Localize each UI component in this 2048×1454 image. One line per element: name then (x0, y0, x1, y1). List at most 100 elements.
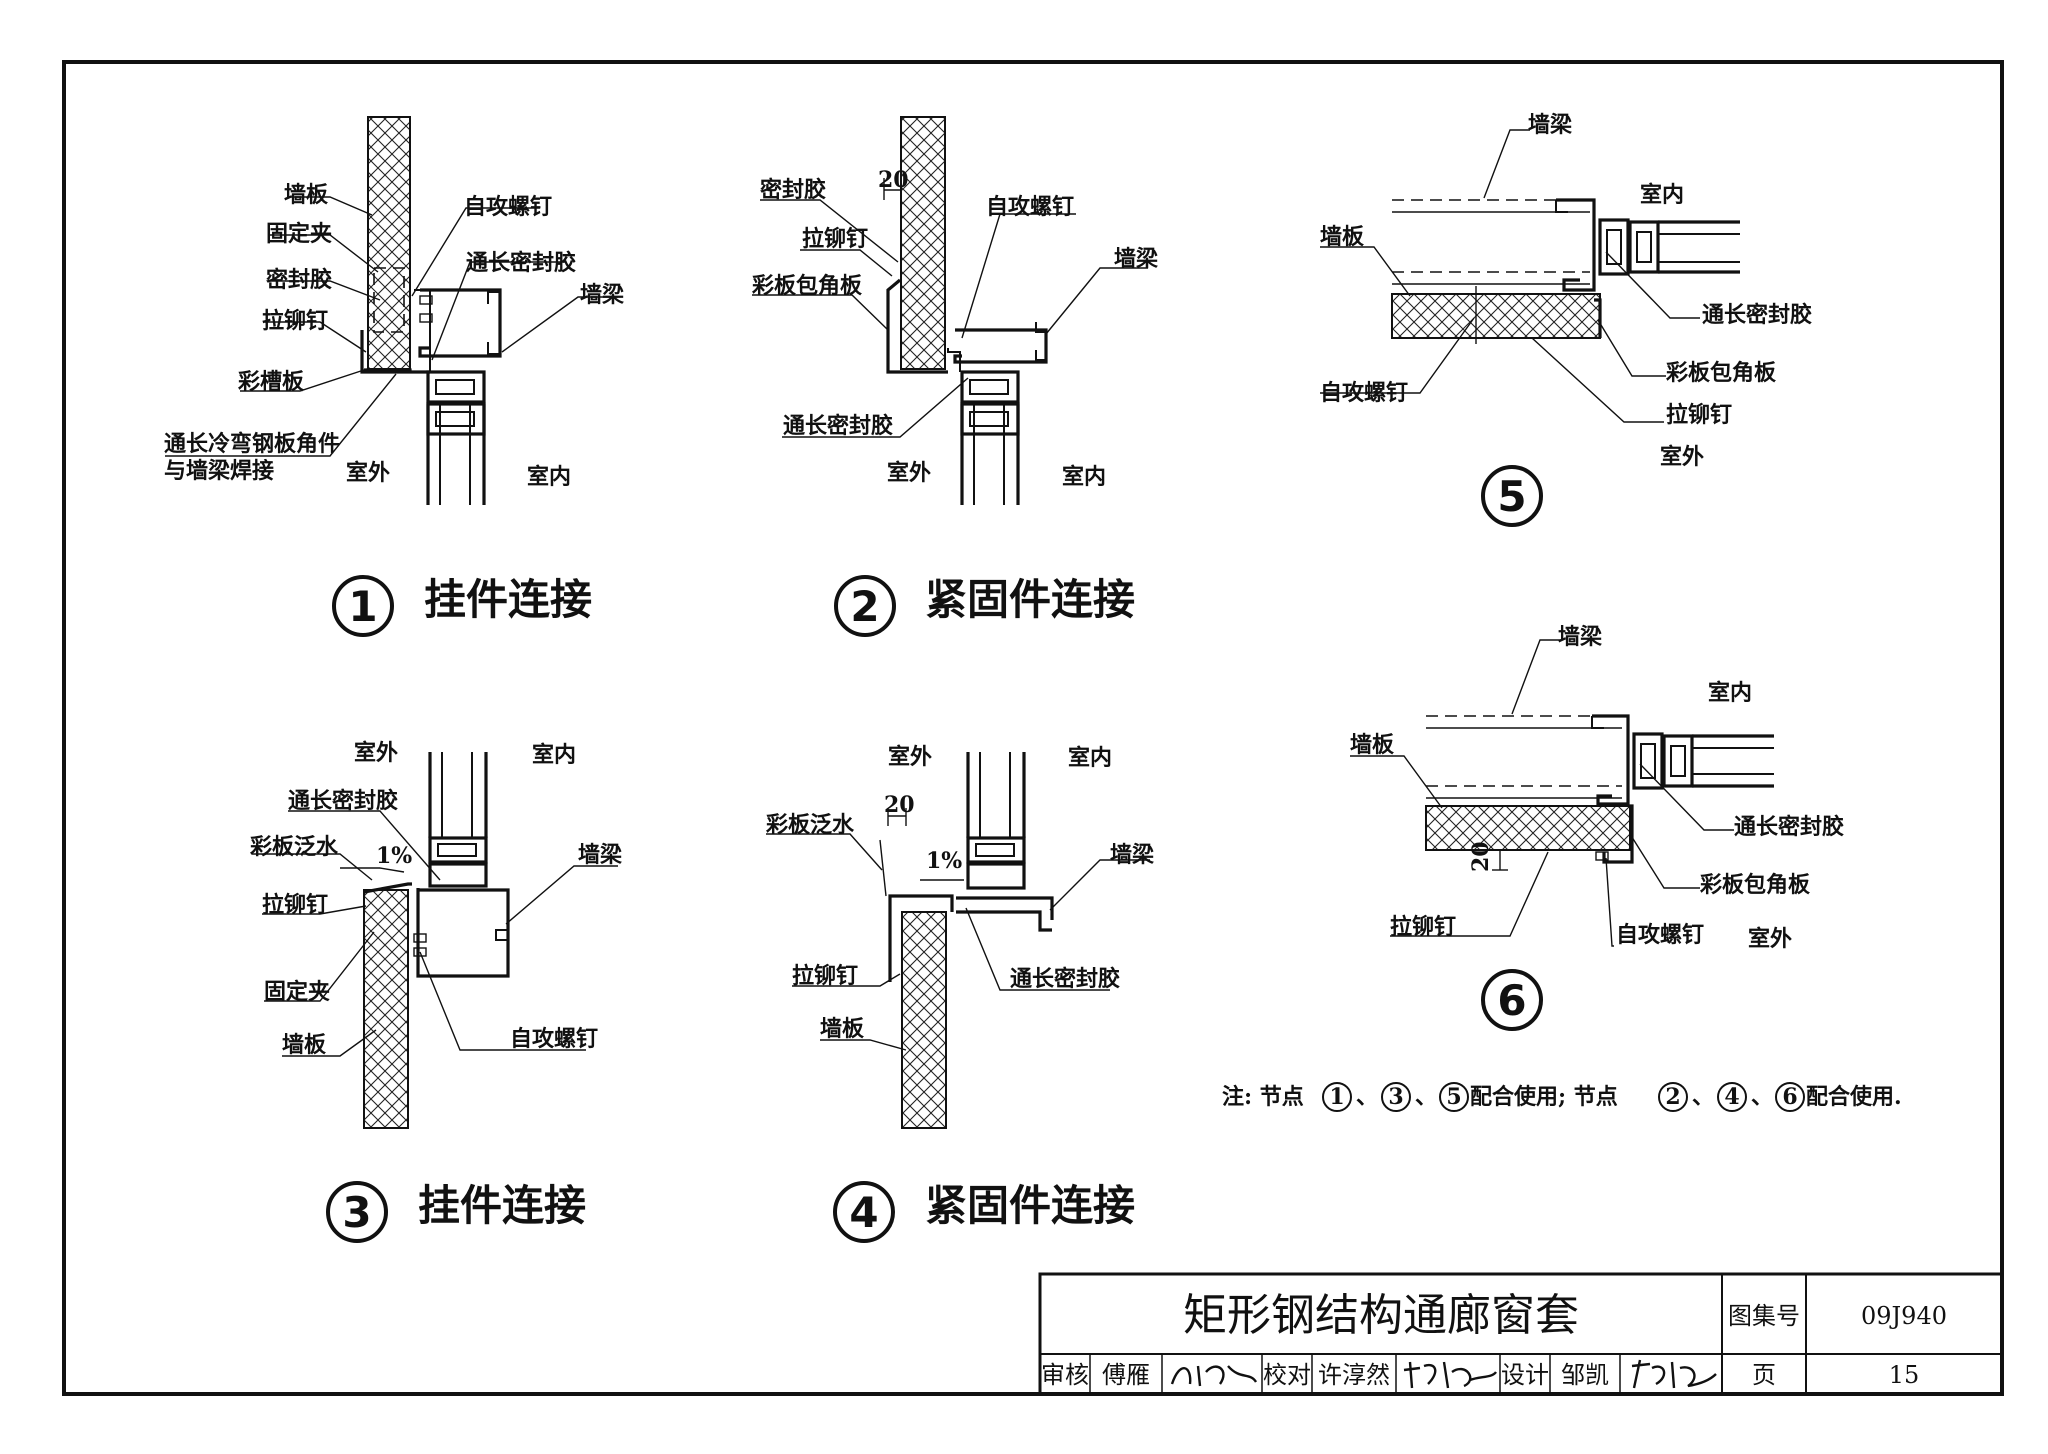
window-frame-inner (1640, 743, 1656, 779)
label-indoor: 室内 (532, 742, 576, 768)
label-continuous-sealant: 通长密封胶 (1734, 814, 1844, 840)
label-self-tap-screw: 自攻螺钉 (464, 194, 552, 220)
detail-number-circle (833, 1181, 895, 1243)
checker-signature (1403, 1361, 1497, 1389)
label-sealant: 密封胶 (760, 177, 826, 203)
detail-caption: 挂件连接 (418, 1181, 586, 1230)
leader-rivet (262, 905, 367, 915)
window-frame-glazing (1662, 734, 1694, 788)
leader-wall-beam (1483, 129, 1530, 199)
leader-cold-bent (165, 373, 397, 457)
note-circle-2 (1658, 1082, 1688, 1112)
note-num-1: 1 (1329, 1084, 1344, 1110)
detail-number-circle (834, 575, 896, 637)
label-self-tap-screw: 自攻螺钉 (986, 194, 1074, 220)
note-prefix: 注: 节点 (1222, 1084, 1304, 1110)
label-dim: 20 (878, 167, 909, 193)
leader-self-tap-screw (411, 207, 540, 297)
sheet-border (62, 60, 2004, 1396)
label-indoor: 室内 (1062, 464, 1106, 490)
screw-head-2 (413, 947, 427, 957)
label-rivet: 拉铆钉 (792, 963, 858, 989)
note-circle-1 (1322, 1082, 1352, 1112)
window-frame-upper (428, 836, 488, 864)
review-label: 审核 (1041, 1361, 1089, 1389)
label-rivet: 拉铆钉 (262, 308, 328, 334)
checker-name: 许淳然 (1318, 1361, 1390, 1389)
leader-wall-panel (282, 1029, 377, 1057)
note-sep-4: 、 (1751, 1084, 1773, 1110)
label-outdoor: 室外 (1660, 444, 1704, 470)
label-continuous-sealant: 通长密封胶 (783, 413, 893, 439)
detail-number: 3 (342, 1188, 371, 1237)
note-circle-5 (1439, 1082, 1469, 1112)
leader-rivet (1531, 337, 1664, 423)
detail-number-circle (1481, 465, 1543, 527)
leader-wall-panel (820, 1039, 907, 1051)
label-flashing-corner: 彩板包角板 (1665, 360, 1777, 386)
label-slope: 1% (926, 848, 962, 874)
detail-5: 墙梁 室内 墙板 通长密封胶 自攻螺钉 彩板包角板 拉铆钉 室外 5 (1320, 112, 1812, 527)
label-self-tap-screw: 自攻螺钉 (1616, 922, 1704, 948)
wall-beam-section (1592, 714, 1630, 806)
leader-fixing-clip (264, 931, 375, 1002)
leader-flashing-corner (752, 294, 889, 331)
window-frame-inner (975, 843, 1015, 857)
wall-beam-section (956, 896, 1054, 932)
flashing-profile (888, 894, 954, 982)
detail-number: 1 (348, 582, 377, 631)
label-indoor: 室内 (1640, 182, 1684, 208)
check-label: 校对 (1263, 1361, 1311, 1389)
label-flashing: 彩板泛水 (765, 812, 855, 838)
wall-beam-section (418, 288, 502, 358)
window-frame-glazing-inner (1670, 745, 1686, 777)
wall-beam-section (416, 888, 510, 978)
flashing-sloped (363, 882, 412, 894)
note-num-5: 5 (1446, 1084, 1461, 1110)
window-frame-upper (966, 836, 1026, 864)
wall-panel-section (363, 889, 409, 1129)
note-num-4: 4 (1724, 1084, 1739, 1110)
window-frame-outer (1598, 218, 1630, 276)
label-wall-beam: 墙梁 (1528, 112, 1572, 138)
leader-flashing-corner (1597, 319, 1666, 377)
label-wall-panel: 墙板 (284, 182, 329, 208)
label-wall-beam: 墙梁 (1114, 246, 1158, 272)
label-sealant: 密封胶 (266, 267, 332, 293)
slope-arrow-head (379, 867, 405, 873)
detail-number-circle (326, 1181, 388, 1243)
detail-number: 2 (850, 582, 879, 631)
page-label: 页 (1752, 1361, 1776, 1389)
leader-wall-beam (501, 296, 618, 353)
wall-beam-section (953, 328, 1048, 364)
detail-number: 6 (1497, 976, 1526, 1025)
leader-rivet (265, 321, 367, 353)
detail-number: 5 (1497, 472, 1526, 521)
window-frame-glazing-inner (1636, 231, 1652, 263)
detail-caption: 紧固件连接 (925, 575, 1135, 624)
reviewer-signature (1170, 1365, 1258, 1387)
label-outdoor: 室外 (1748, 926, 1792, 952)
wall-panel-section (1391, 293, 1601, 339)
leader-wall-beam (1045, 267, 1148, 335)
window-frame-glazing-inner (969, 411, 1009, 427)
detail-caption: 紧固件连接 (925, 1181, 1135, 1230)
label-rivet: 拉铆钉 (1390, 914, 1456, 940)
leader-continuous-sealant (288, 810, 441, 881)
window-frame-glazing (1628, 220, 1660, 274)
leader-continuous-sealant (1639, 763, 1734, 831)
note-circle-4 (1717, 1082, 1747, 1112)
leader-self-tap-screw (1320, 317, 1475, 394)
label-continuous-sealant: 通长密封胶 (466, 250, 576, 276)
leader-rivet (1390, 851, 1549, 937)
screw-head (419, 295, 433, 305)
label-continuous-sealant: 通长密封胶 (1010, 966, 1120, 992)
leader-continuous-sealant (431, 261, 566, 361)
label-dim: 20 (1468, 841, 1494, 872)
label-indoor: 室内 (1708, 680, 1752, 706)
wall-panel-section (901, 911, 947, 1129)
window-frame-inner (435, 379, 475, 395)
note-circle-6 (1775, 1082, 1805, 1112)
label-self-tap-screw: 自攻螺钉 (1320, 380, 1408, 406)
